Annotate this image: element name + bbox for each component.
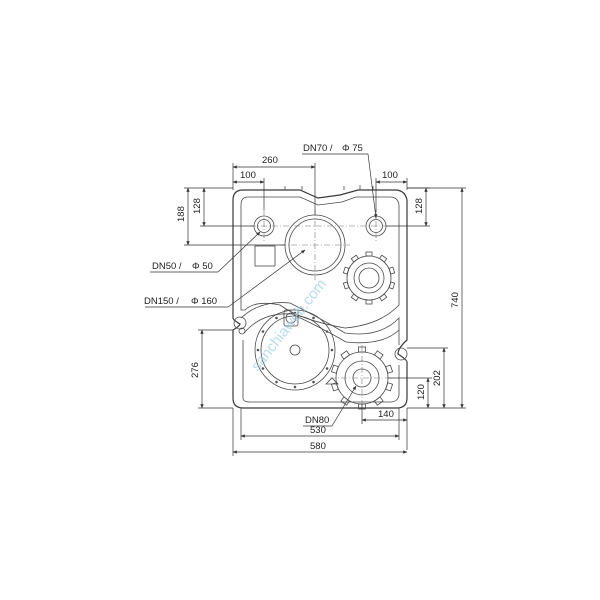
dim-bottom-530: 530	[310, 425, 326, 436]
center-lines	[250, 210, 395, 410]
motor-head	[283, 309, 299, 327]
dim-left-276: 276	[190, 362, 201, 378]
bolt-hole	[261, 330, 265, 333]
flange-tooth	[373, 350, 384, 360]
flange-tooth	[373, 396, 384, 406]
top-openings	[253, 185, 387, 276]
left-notch	[233, 316, 247, 330]
flange-tooth	[388, 281, 396, 290]
bolt-hole	[312, 316, 315, 320]
dim-bottom-140: 140	[378, 409, 394, 420]
bolt-hole	[275, 380, 278, 384]
bolt-hole	[256, 348, 260, 352]
label-phi75: Φ 75	[342, 143, 363, 154]
flange-tooth	[340, 396, 351, 406]
pump-disc-center	[289, 344, 301, 356]
lower-inner-outline	[242, 340, 400, 403]
tank-inner-wall	[240, 196, 400, 329]
flange-tooth	[350, 293, 360, 302]
dim-top-left-100: 100	[240, 170, 256, 181]
right-flange-core	[358, 267, 380, 289]
right-flange	[342, 251, 396, 305]
dim-top-260: 260	[262, 155, 278, 166]
label-phi160: Φ 160	[191, 296, 217, 307]
motor-head-cap	[285, 312, 297, 324]
label-dn150: DN150 /	[144, 296, 179, 307]
tank-outline	[232, 189, 408, 409]
dimension-text: 260 100 100 188 128 128 740 276 202 120 …	[176, 155, 461, 452]
label-dn70: DN70 /	[303, 143, 333, 154]
flange-tooth	[330, 382, 339, 392]
right-flange-inner	[353, 262, 385, 294]
bolt-hole	[312, 380, 315, 384]
left-notch-hole	[238, 327, 246, 335]
dimension-lines	[184, 163, 466, 456]
flange-tooth	[330, 364, 339, 374]
tank-body	[232, 189, 408, 409]
dim-left-128: 128	[192, 198, 203, 214]
dim-top-right-100: 100	[382, 170, 398, 181]
dim-right-202: 202	[432, 370, 443, 386]
dim-left-188: 188	[176, 206, 187, 222]
bolt-hole	[325, 367, 329, 370]
label-phi50: Φ 50	[192, 261, 213, 272]
flange-tooth	[385, 364, 394, 374]
flange-tooth	[342, 266, 350, 275]
bolt-hole	[261, 367, 265, 370]
label-dn80: DN80	[305, 415, 329, 426]
bolt-hole	[293, 311, 297, 315]
dim-right-128: 128	[414, 198, 425, 214]
callout-labels: DN70 / Φ 75 DN50 / Φ 50 DN150 / Φ 160 DN…	[144, 143, 363, 426]
dim-right-120: 120	[416, 384, 427, 400]
watermark-text: sanchiaweb.com	[248, 276, 330, 375]
dim-right-740: 740	[450, 292, 461, 308]
flange-tooth	[385, 382, 394, 392]
divider-curve	[240, 302, 400, 345]
bolt-hole	[293, 385, 297, 389]
flange-tooth	[365, 251, 373, 257]
dim-bottom-580: 580	[310, 441, 326, 452]
pump-disc	[254, 309, 339, 391]
flange-tooth	[378, 293, 388, 302]
flange-tooth	[365, 299, 373, 305]
bolt-hole	[325, 330, 329, 333]
right-notch	[394, 347, 408, 361]
pump-disc-inner	[260, 315, 330, 385]
bolt-hole	[275, 316, 278, 320]
label-dn50: DN50 /	[152, 261, 182, 272]
flange-tooth	[378, 254, 388, 263]
flange-tooth	[340, 350, 351, 360]
small-plate	[254, 245, 276, 267]
flange-tooth	[350, 254, 360, 263]
flange-tooth	[388, 266, 396, 275]
bolt-hole	[330, 348, 334, 352]
flange-tooth	[342, 281, 350, 290]
leader-lines	[145, 153, 378, 427]
